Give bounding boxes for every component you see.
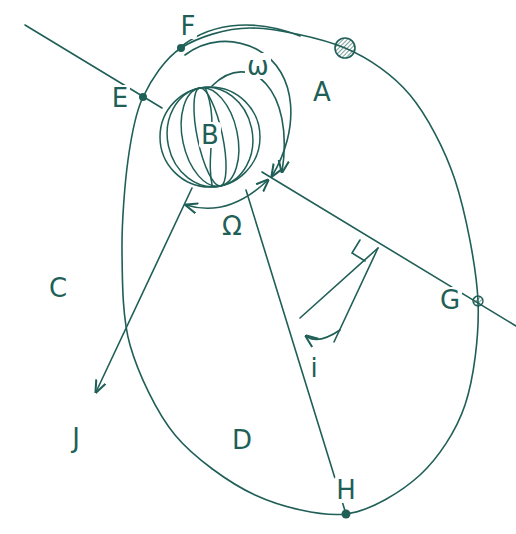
meridian: [187, 85, 232, 188]
point-label: D: [230, 427, 254, 453]
right-angle-mark: [352, 240, 365, 261]
inclination-line: [334, 248, 378, 342]
perigee-arc: [182, 25, 300, 46]
point-label: J: [70, 425, 82, 451]
orbit-ellipse: [122, 28, 478, 515]
apsis-line: [246, 190, 346, 514]
point-label: ω: [245, 53, 271, 79]
point-label: A: [311, 79, 333, 105]
satellite: [335, 38, 355, 58]
orbit-point: [139, 93, 147, 101]
point-label: G: [438, 287, 462, 313]
inclination-arc: [306, 330, 340, 339]
node-line: [25, 25, 162, 108]
body-label: B: [199, 122, 221, 148]
sphere: [160, 87, 260, 187]
point-label: C: [47, 275, 69, 301]
inclination-line: [300, 248, 378, 318]
meridian: [158, 79, 262, 194]
point-label: Ω: [220, 213, 244, 239]
orbit-point: [473, 296, 483, 306]
vernal-direction: [96, 188, 192, 392]
orbit-point: [342, 510, 351, 519]
node-line: [262, 172, 516, 326]
point-label: E: [110, 85, 130, 111]
planet-sphere: B: [158, 85, 262, 189]
orbit-point: [177, 44, 185, 52]
point-label: F: [179, 13, 198, 39]
point-label: H: [334, 477, 358, 503]
point-label: i: [308, 355, 319, 381]
